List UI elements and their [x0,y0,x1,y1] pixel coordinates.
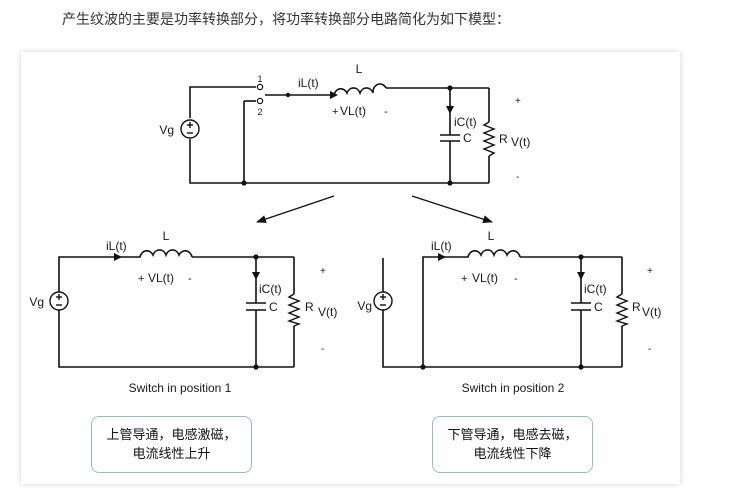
right-inductor-label: L [488,229,495,243]
top-vout-plus: + [515,96,521,107]
arrow-to-left [256,195,335,223]
top-switch [241,83,453,186]
left-cap-current: iC(t) [259,282,282,296]
top-inductor-label: L [356,62,363,76]
right-vl-plus: + [461,273,467,285]
page-heading: 产生纹波的主要是功率转换部分，将功率转换部分电路简化为如下模型： [62,12,510,28]
right-resistor-label: R [632,300,641,314]
right-inductor-coil [464,249,521,258]
left-resistor [286,293,302,327]
top-vl-plus: + [332,106,338,118]
right-note-line-2: 电流线性下降 [473,447,552,462]
right-output-voltage: V(t) [642,305,661,319]
left-current-arrow [114,253,122,261]
left-inductor-label: L [163,229,170,243]
top-resistor-label: R [499,132,508,146]
left-inductor-voltage: VL(t) [148,271,174,285]
left-note-box: 上管导通，电感激磁， 电流线性上升 [91,416,252,473]
left-vl-plus: + [138,273,144,285]
top-vl-minus: - [384,106,388,118]
top-source-label: Vg [159,123,174,137]
right-circuit [382,256,623,368]
top-current-arrow [330,91,338,99]
left-cap-arrow [252,272,260,280]
left-source-label: Vg [29,295,44,309]
circuit-figure [21,52,680,484]
right-inductor-current: iL(t) [431,239,452,253]
left-vout-minus: - [321,344,324,355]
right-note-box: 下管导通，电感去磁， 电流线性下降 [432,416,593,473]
top-capacitor [440,134,460,142]
left-vl-minus: - [188,273,192,285]
left-inductor-current: iL(t) [106,239,127,253]
left-source [49,291,69,311]
top-inductor-coil [330,83,387,96]
top-vout-minus: - [516,172,519,183]
top-switch-pos2: 2 [257,107,262,117]
right-current-arrow [438,253,446,261]
left-inductor-coil [136,249,193,258]
left-output-voltage: V(t) [318,305,337,319]
arrow-to-right [411,195,493,224]
right-capacitor [571,302,591,311]
top-cap-arrow [446,106,454,114]
right-caption: Switch in position 2 [462,381,565,395]
right-source-label: Vg [357,299,372,313]
left-caption: Switch in position 1 [129,381,232,395]
top-inductor-voltage: VL(t) [340,104,366,118]
top-output-voltage: V(t) [511,135,530,149]
top-capacitor-label: C [463,131,472,145]
right-source [373,291,393,311]
right-capacitor-label: C [594,300,603,314]
top-switch-pos1: 1 [257,74,262,84]
top-circuit [189,86,490,184]
left-capacitor [246,302,266,311]
right-inductor-voltage: VL(t) [472,271,498,285]
right-vout-minus: - [648,344,651,355]
right-note-line-1: 下管导通，电感去磁， [447,428,578,443]
left-note-line-1: 上管导通，电感激磁， [106,428,237,443]
left-capacitor-label: C [269,300,278,314]
top-inductor-current: iL(t) [298,76,319,90]
right-nodes [420,254,584,370]
left-vout-plus: + [320,266,326,277]
top-cap-current: iC(t) [454,115,477,129]
right-vout-plus: + [647,266,653,277]
right-vl-minus: - [514,273,518,285]
top-resistor [482,121,496,157]
right-cap-arrow [577,272,585,280]
right-cap-current: iC(t) [584,282,607,296]
left-nodes [253,254,259,370]
right-resistor [614,293,630,327]
left-note-line-2: 电流线性上升 [132,447,211,462]
top-source [180,119,200,139]
left-resistor-label: R [305,300,314,314]
